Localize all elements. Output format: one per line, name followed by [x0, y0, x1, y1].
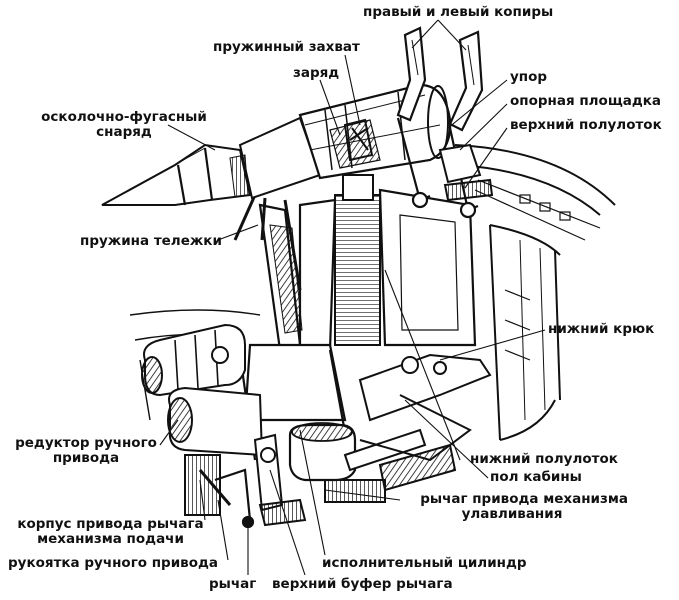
label-lower-half-tray: нижний полулоток: [470, 451, 618, 467]
label-shell-line1: осколочно-фугасный: [41, 109, 207, 125]
catch-mechanism: [358, 353, 492, 492]
label-support-platform: опорная площадка: [510, 93, 662, 109]
label-cylinder: исполнительный цилиндр: [322, 555, 527, 571]
label-cabin-floor: пол кабины: [490, 469, 582, 485]
label-lever: рычаг: [209, 576, 257, 592]
cabin-wall-ribs: [474, 179, 601, 361]
label-spring-grip: пружинный захват: [213, 39, 360, 55]
leader-lines: [159, 19, 546, 576]
label-stop: упор: [510, 69, 548, 85]
label-feed-housing-line2: механизма подачи: [37, 531, 184, 547]
label-catch-lever-line1: рычаг привода механизма: [420, 491, 628, 507]
label-gearbox: редуктор ручного привода: [12, 436, 160, 466]
label-catch-lever: рычаг привода механизма улавливания: [396, 492, 628, 522]
label-upper-buffer: верхний буфер рычага: [272, 576, 453, 592]
label-upper-half-tray: верхний полулоток: [510, 117, 662, 133]
label-copiers: правый и левый копиры: [363, 4, 554, 20]
central-column: [334, 174, 477, 347]
shell: [101, 116, 322, 206]
gearbox: [141, 323, 246, 397]
label-charge: заряд: [293, 65, 340, 81]
label-catch-lever-line2: улавливания: [461, 506, 563, 522]
label-trolley-spring: пружина тележки: [80, 233, 222, 249]
label-lower-hook: нижний крюк: [548, 321, 655, 337]
copiers: [396, 26, 484, 219]
label-hand-crank: рукоятка ручного привода: [8, 555, 219, 571]
stop-and-platform: [438, 143, 494, 202]
feed-drive-housing: [167, 386, 264, 516]
label-feed-housing-line1: корпус привода рычага: [17, 516, 204, 532]
label-gearbox-line1: редуктор ручного: [15, 435, 157, 451]
label-feed-housing: корпус привода рычага механизма подачи: [8, 517, 213, 547]
charge: [298, 83, 452, 180]
actuator-cylinder: [288, 422, 427, 503]
spring-grip: [343, 118, 374, 162]
label-shell: осколочно-фугасный снаряд: [38, 110, 210, 140]
label-shell-line2: снаряд: [96, 124, 152, 140]
label-gearbox-line2: привода: [52, 450, 120, 466]
